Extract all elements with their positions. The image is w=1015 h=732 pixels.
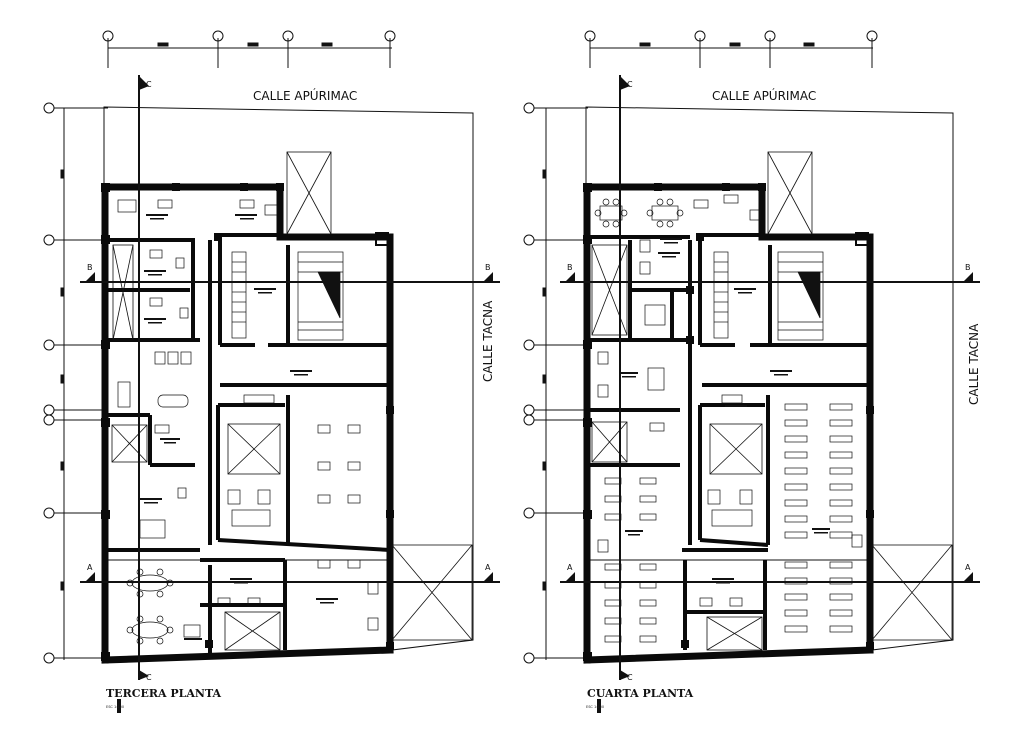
section-mark-a-right: A [485,563,491,572]
desk-rows-left [604,477,657,643]
section-mark-b-right: B [485,263,491,272]
stairs [231,251,344,341]
section-mark-a-left: A [567,563,573,572]
grid-axis-top [102,30,396,68]
section-lines [560,75,980,680]
shafts [591,151,953,651]
section-mark-a-right: A [965,563,971,572]
section-lines [80,75,500,680]
plan-title: CUARTA PLANTA [587,687,694,700]
plan-title: TERCERA PLANTA [106,687,222,700]
scale-note: ESC 1:100 [586,705,604,709]
section-mark-c-bottom: C [146,673,152,682]
section-mark-c-bottom: C [627,673,633,682]
section-mark-c-top: C [146,80,152,89]
street-label-top: CALLE APÚRIMAC [253,88,357,103]
section-mark-b-left: B [567,263,573,272]
grid-axis-left [43,102,108,664]
scale-bar [597,699,601,713]
grid-axis-left [523,102,588,664]
street-label-top: CALLE APÚRIMAC [712,88,816,103]
street-label-right: CALLE TACNA [967,323,981,405]
section-mark-a-left: A [87,563,93,572]
furniture [117,199,379,645]
plan-tercera-planta: CALLE APÚRIMAC CALLE TACNA [43,30,500,713]
section-mark-c-top: C [627,80,633,89]
interior-walls [590,233,870,650]
furniture [594,194,863,607]
interior-walls [105,233,391,655]
section-mark-b-left: B [87,263,93,272]
grid-axis-top [584,30,878,68]
scale-bar [117,699,121,713]
columns [583,183,874,661]
section-markers [565,76,973,680]
section-markers [85,76,493,680]
columns [101,183,394,661]
section-mark-b-right: B [965,263,971,272]
plan-cuarta-planta: CALLE APÚRIMAC CALLE TACNA [523,30,981,713]
stairs [713,251,824,341]
shafts [111,151,473,651]
street-label-right: CALLE TACNA [481,300,495,382]
scale-note: ESC 1:100 [106,705,124,709]
